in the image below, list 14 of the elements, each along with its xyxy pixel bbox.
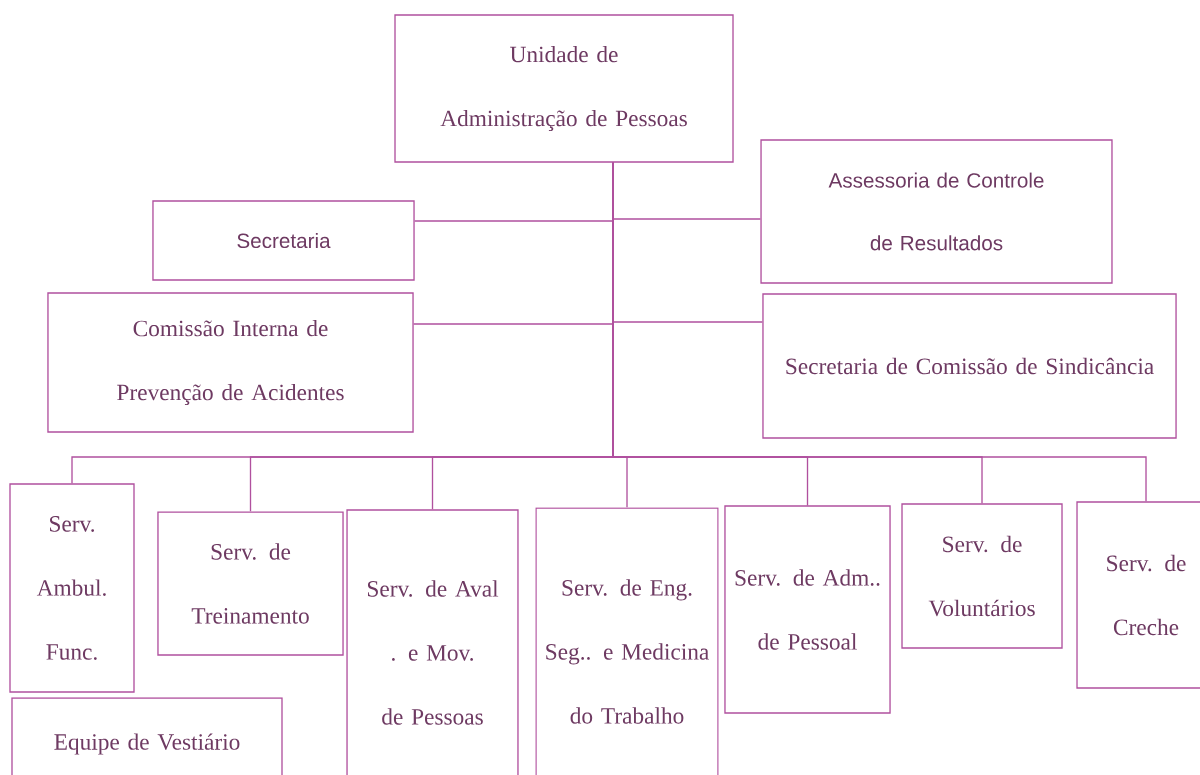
org-box: Secretaria de Comissão de Sindicância — [762, 293, 1177, 439]
org-box: Assessoria de Controle de Resultados — [760, 139, 1113, 284]
org-box: Secretaria — [152, 200, 415, 281]
org-box: Serv. de Creche — [1076, 501, 1200, 689]
org-box: Serv. Ambul. Func. — [9, 483, 135, 693]
org-box: Serv. de Treinamento — [157, 511, 344, 656]
org-box: Serv. de Aval . e Mov. de Pessoas — [346, 509, 519, 775]
org-box: Equipe de Vestiário — [11, 697, 283, 775]
org-box: Serv. de Voluntários — [901, 503, 1063, 649]
org-box: Serv. de Adm.. de Pessoal — [724, 505, 891, 714]
org-box: Unidade de Administração de Pessoas — [394, 14, 734, 163]
connector-line — [612, 161, 1147, 502]
org-box: Comissão Interna de Prevenção de Acidentes — [47, 292, 414, 433]
org-box: Serv. de Eng. Seg.. e Medicina do Trabalho — [535, 507, 719, 775]
